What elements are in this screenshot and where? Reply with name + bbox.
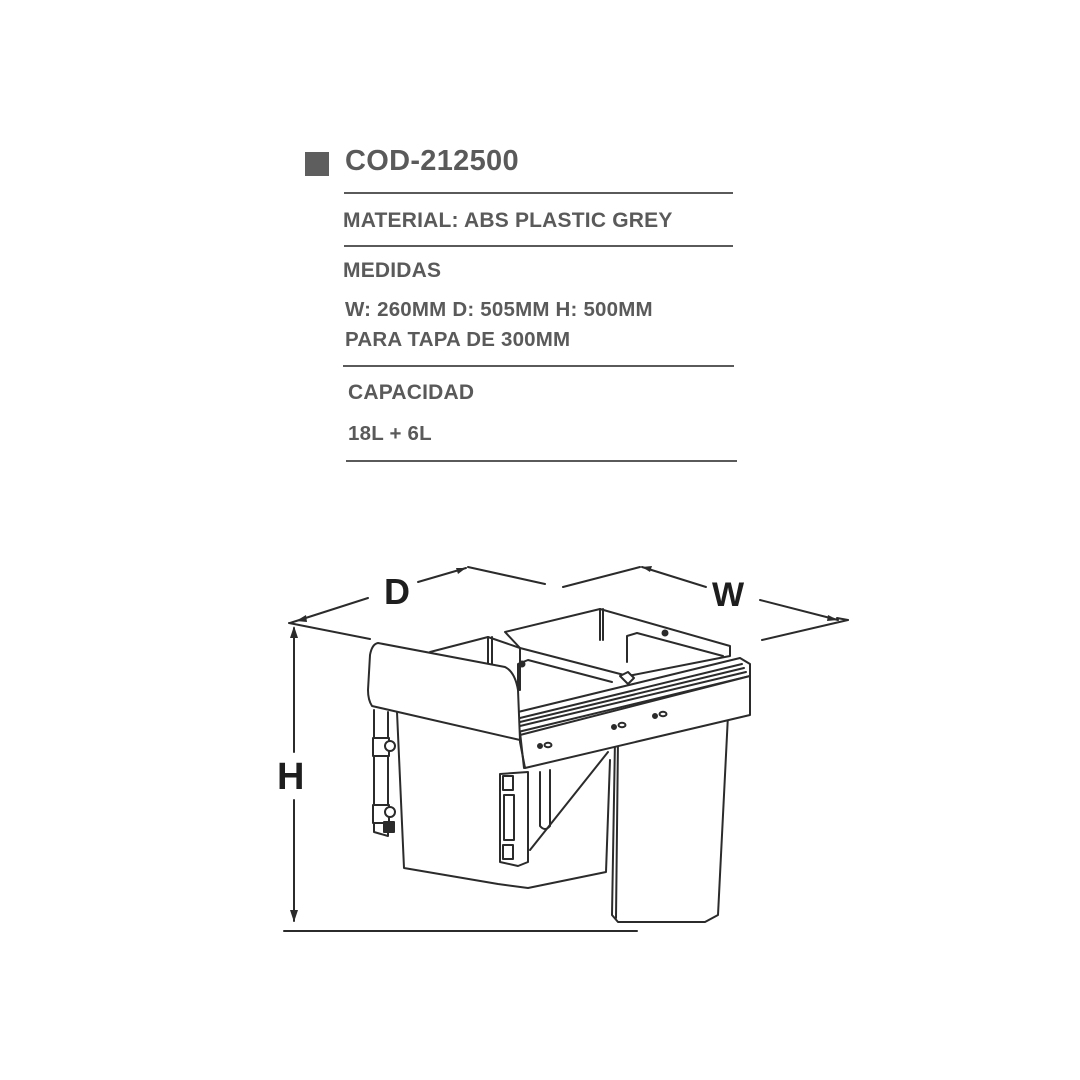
measures-dimensions: W: 260MM D: 505MM H: 500MM — [345, 298, 653, 321]
small-bin — [504, 608, 731, 923]
front-panel — [367, 642, 521, 741]
material-text: MATERIAL: ABS PLASTIC GREY — [343, 209, 673, 232]
product-code: COD-212500 — [345, 145, 519, 177]
measures-lid: PARA TAPA DE 300MM — [345, 328, 571, 351]
mounting-brackets — [372, 709, 529, 867]
divider — [344, 192, 733, 194]
capacity-heading: CAPACIDAD — [348, 381, 475, 404]
divider — [343, 365, 734, 367]
divider — [346, 460, 737, 462]
dimension-label-depth: D — [384, 571, 410, 612]
product-spec-block: COD-212500 MATERIAL: ABS PLASTIC GREY ME… — [0, 0, 1080, 480]
code-marker-square — [305, 152, 329, 176]
measures-heading: MEDIDAS — [343, 259, 442, 282]
dimension-label-height: H — [277, 756, 304, 798]
dimension-label-width: W — [712, 576, 745, 614]
capacity-value: 18L + 6L — [348, 422, 432, 445]
dimension-lines — [283, 566, 849, 932]
divider — [344, 245, 733, 247]
